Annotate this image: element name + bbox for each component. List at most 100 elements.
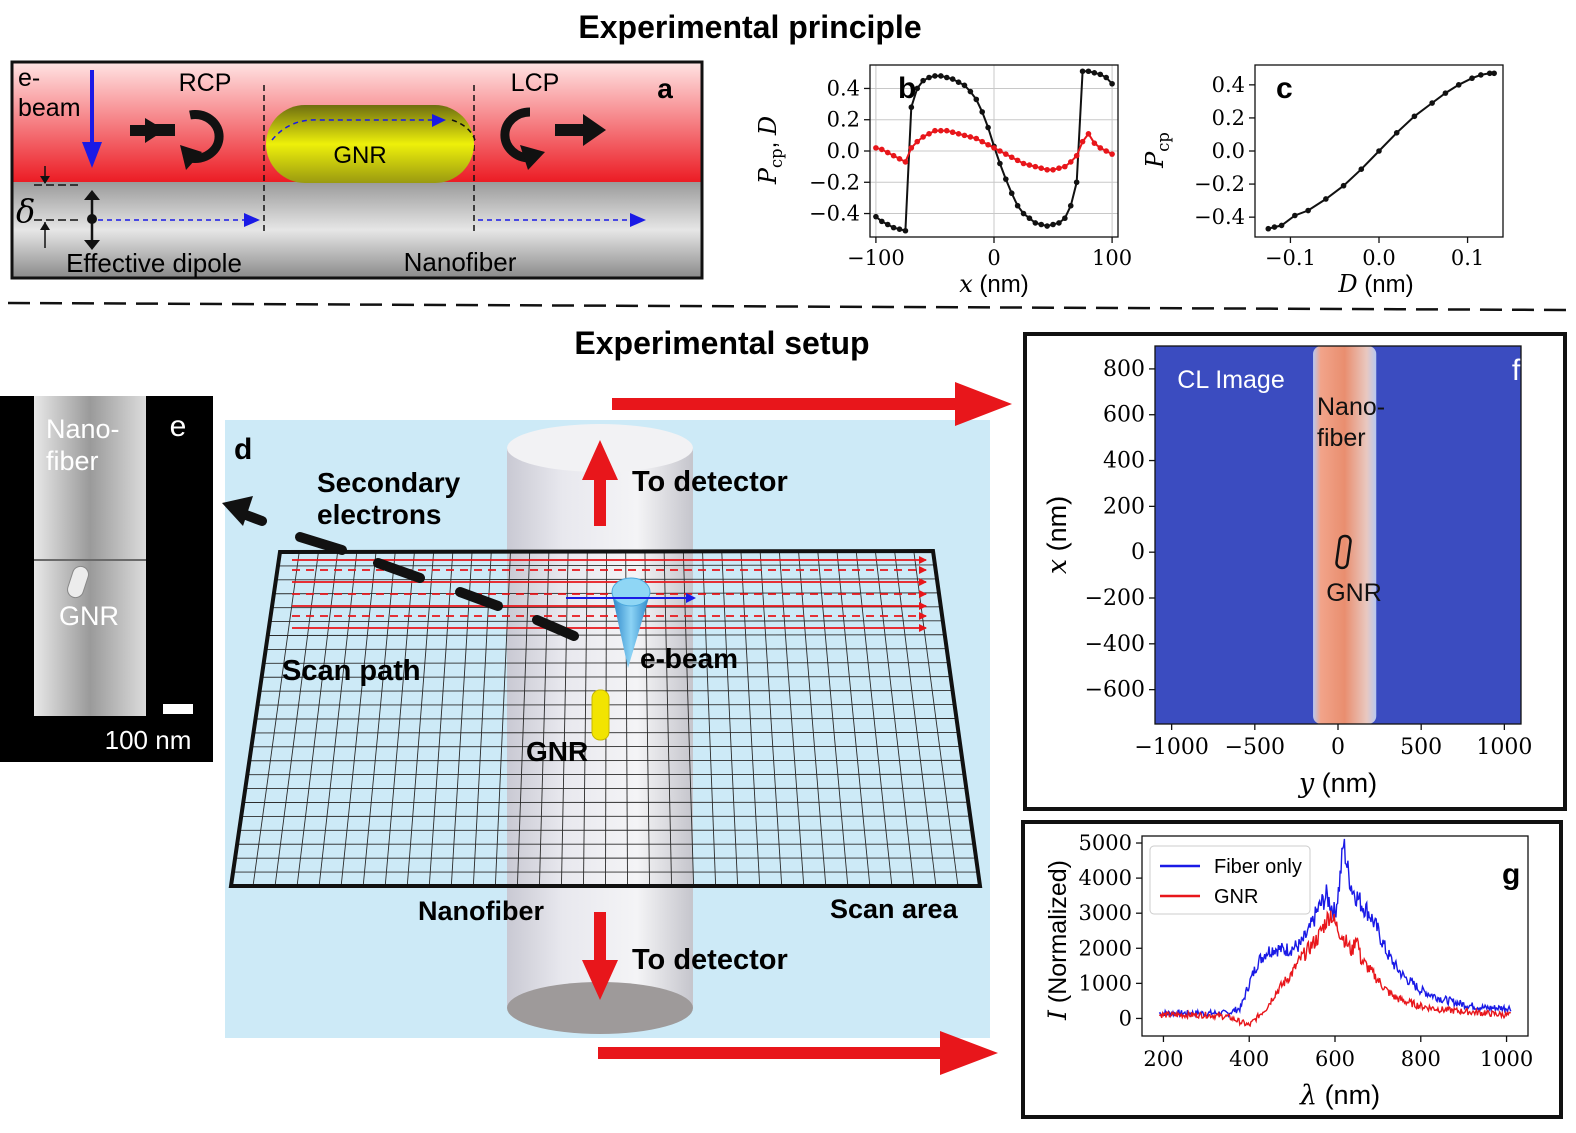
y-tick-label: 0.2 (1212, 106, 1245, 130)
data-point (885, 150, 891, 156)
panel-letter-b: b (898, 72, 916, 105)
data-point (920, 134, 926, 140)
rcp-label: RCP (179, 69, 232, 97)
x-axis-label-part: (nm) (1358, 271, 1414, 298)
data-point (962, 133, 968, 139)
data-point (1109, 81, 1115, 87)
data-point (1429, 100, 1435, 106)
y-axis-label: Pcp (1141, 132, 1173, 169)
y-axis-label-part: , (755, 135, 782, 148)
y-axis-label: x (nm) (1042, 496, 1073, 574)
scan-path-label: Scan path (282, 655, 421, 687)
y-tick-label: −0.4 (809, 202, 860, 226)
x-axis-label-part: λ (1299, 1080, 1317, 1111)
data-point (903, 228, 909, 234)
data-point (1068, 203, 1074, 209)
data-point (897, 226, 903, 232)
data-point (1062, 215, 1068, 221)
y-tick-label: −400 (1085, 632, 1145, 657)
data-point (1305, 208, 1311, 214)
y-axis-label-part: (Normalized) (1044, 860, 1072, 1010)
x-tick-label: 100 (1092, 246, 1132, 270)
x-tick-label: 1000 (1476, 735, 1532, 760)
y-tick-label: −200 (1085, 586, 1145, 611)
x-tick-label: 0.0 (1362, 246, 1395, 270)
data-point (1044, 167, 1050, 173)
data-point (897, 156, 903, 162)
y-tick-label: 400 (1103, 449, 1145, 474)
panel-letter-d: d (234, 433, 252, 466)
data-point (1021, 161, 1027, 167)
x-tick-label: 1000 (1480, 1047, 1533, 1071)
x-axis-label-part: (nm) (973, 271, 1029, 298)
data-point (950, 129, 956, 135)
data-point (909, 104, 915, 110)
data-point (997, 148, 1003, 154)
delta-label: δ (16, 192, 35, 230)
section-divider (8, 303, 1568, 310)
x-axis-label: λ (nm) (1299, 1080, 1380, 1111)
data-point (932, 73, 938, 79)
data-point (1279, 223, 1285, 229)
data-point (1265, 226, 1271, 232)
data-point (1038, 165, 1044, 171)
y-tick-label: 0 (1119, 1006, 1132, 1030)
data-point (968, 89, 974, 95)
y-tick-label: −0.4 (1194, 205, 1245, 229)
data-point (991, 145, 997, 151)
ebeam-label-line: e- (18, 64, 40, 92)
data-point (973, 97, 979, 103)
y-tick-label: 2000 (1079, 936, 1132, 960)
data-point (1033, 220, 1039, 226)
effective-dipole-label: Effective dipole (66, 248, 242, 278)
y-axis-label-part: P (1141, 151, 1169, 169)
y-tick-label: 4000 (1079, 866, 1132, 890)
y-tick-label: −600 (1085, 678, 1145, 703)
data-point (891, 153, 897, 159)
data-point (1097, 145, 1103, 151)
data-point (1027, 162, 1033, 168)
data-point (1491, 70, 1497, 76)
x-axis-label: D (nm) (1337, 270, 1413, 298)
data-point (1003, 176, 1009, 182)
data-point (1056, 220, 1062, 226)
x-axis-label: y (nm) (1298, 768, 1377, 799)
x-axis-label: x (nm) (959, 270, 1029, 298)
cl-gnr-label: GNR (1326, 579, 1382, 607)
data-point (1092, 140, 1098, 146)
to-detector-bottom-label: To detector (632, 944, 788, 976)
x-tick-label: 0.1 (1451, 246, 1484, 270)
data-point (938, 128, 944, 134)
sem-gnr-label: GNR (59, 601, 119, 631)
panel-letter-c: c (1276, 72, 1293, 105)
x-axis-label-part: (nm) (1317, 1080, 1380, 1110)
panel-letter-e: e (170, 410, 187, 443)
data-point (1341, 183, 1347, 189)
y-tick-label: 800 (1103, 357, 1145, 382)
scale-bar-label: 100 nm (105, 725, 192, 755)
y-axis-label-part: P (754, 167, 782, 185)
data-point (985, 142, 991, 148)
data-point (968, 134, 974, 140)
panel-a: e-beam RCP LCP a GNR δ Effective dipole … (12, 62, 702, 278)
x-tick-label: 600 (1315, 1047, 1355, 1071)
nanofiber-label: Nanofiber (404, 247, 517, 277)
y-axis-label-part: cp (1154, 132, 1173, 152)
data-point (979, 109, 985, 115)
data-point (1412, 113, 1418, 119)
y-tick-label: 0 (1131, 540, 1145, 565)
x-tick-label: −1000 (1134, 735, 1208, 760)
y-tick-label: 0.4 (1212, 73, 1245, 97)
data-point (873, 145, 879, 151)
data-point (914, 139, 920, 145)
panel-letter-f: f (1512, 354, 1521, 387)
sem-fiber-label-line: fiber (46, 446, 99, 476)
data-point (909, 145, 915, 151)
y-tick-label: 600 (1103, 403, 1145, 428)
